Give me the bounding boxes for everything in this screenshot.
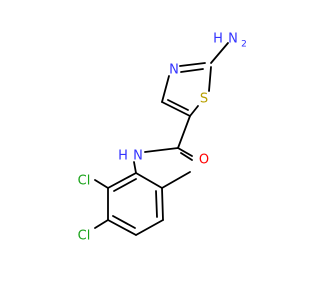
bond-ar2-methyl — [161, 171, 191, 189]
bond-ar6-ar1 — [107, 172, 137, 189]
bond-ar2-ar3-double — [155, 190, 158, 218]
ring-nitrogen-label: N — [169, 63, 179, 78]
carbonyl-oxygen-label: O — [199, 153, 209, 168]
bond-s1-c2 — [208, 66, 212, 92]
bond-ar6-ar1-double — [113, 178, 137, 192]
bond-carbonyl-o — [177, 147, 193, 157]
bond-c2-n3-double — [180, 68, 204, 73]
bond-carbonyl-n — [144, 147, 179, 153]
bond-ar6-cl — [94, 179, 109, 189]
bond-c5-carbonyl — [177, 115, 191, 149]
chlorine-bottom-label: Cl — [78, 229, 91, 244]
phenyl-ring — [107, 172, 164, 236]
carboxamide-group — [133, 115, 193, 174]
bond-ar3-ar4 — [135, 219, 164, 236]
amide-h-label: H — [118, 149, 128, 164]
bond-c2-n3 — [179, 62, 206, 67]
bond-n3-c4 — [161, 75, 170, 103]
amide-n-label: N — [133, 149, 143, 164]
bond-ar4-ar5 — [107, 219, 137, 236]
ring-sulfur-label: S — [200, 92, 208, 107]
amine-n-label: N — [228, 32, 238, 47]
bond-n-aryl — [133, 161, 137, 174]
amine-subscript: 2 — [241, 40, 247, 50]
amine-h-label: H — [213, 32, 223, 47]
thiazole-ring — [161, 62, 212, 117]
bond-carbonyl-o-double — [180, 152, 193, 161]
molecule-structure: H N 2 N S O H N Cl Cl — [78, 32, 247, 244]
bond-ar1-ar2 — [135, 172, 163, 189]
bond-ar2-ar3 — [161, 187, 164, 221]
bond-c4-c5-double — [167, 99, 189, 111]
bond-c4-c5 — [161, 101, 191, 117]
chlorine-top-label: Cl — [78, 174, 91, 189]
bond-c2-nh2 — [210, 42, 229, 64]
bond-ar4-ar5-double — [112, 215, 136, 229]
bond-c5-s1 — [189, 105, 199, 117]
bond-ar5-cl — [94, 219, 109, 229]
